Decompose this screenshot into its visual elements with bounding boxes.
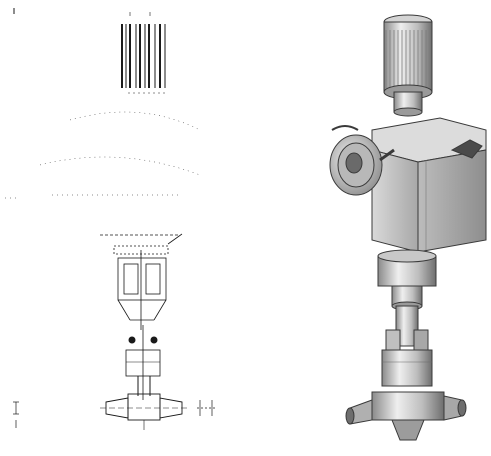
handwheel-icon	[329, 125, 395, 196]
motor-cylinder-icon	[383, 14, 433, 117]
section-drawing-svg	[5, 8, 215, 430]
actuator-housing-outline	[5, 111, 201, 199]
dimension-markers	[13, 400, 215, 428]
stem-packing	[125, 325, 161, 400]
motor-fins	[121, 12, 166, 94]
valve-body-section	[100, 393, 188, 430]
coupling-icon	[377, 249, 437, 311]
section-drawing	[5, 8, 215, 430]
valve-body-icon	[345, 391, 467, 441]
valve-render-svg	[329, 14, 487, 441]
valve-render	[300, 0, 491, 456]
bonnet-section	[100, 233, 183, 330]
gearbox-icon	[371, 117, 487, 253]
bonnet-icon	[381, 305, 433, 387]
